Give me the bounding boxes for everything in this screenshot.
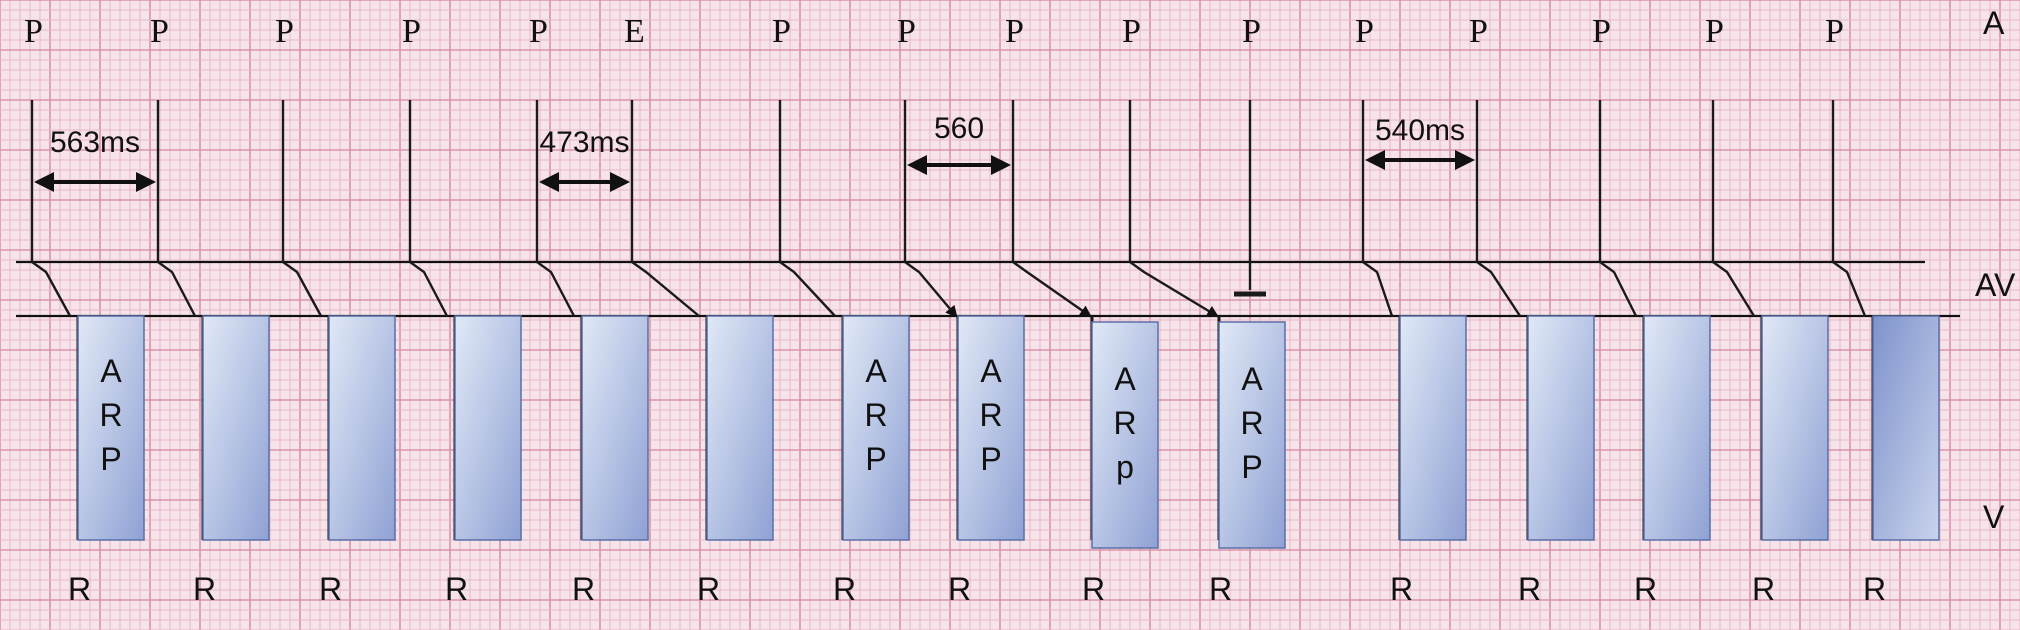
arp-letter: R [1113,405,1136,441]
av-conduction-line [536,261,576,317]
arp-letter: A [865,353,887,389]
arp-letter: P [100,441,121,477]
refractory-period-box [581,315,649,541]
av-conduction-line [1712,261,1756,317]
interval-label: 563ms [50,126,140,159]
r-wave-label: R [1390,571,1413,607]
arp-letter: R [864,397,887,433]
arp-letter: P [1241,449,1262,485]
atrial-label: P [1469,13,1488,50]
refractory-period-box [77,315,145,541]
av-conduction-line [282,261,323,317]
r-wave-label: R [193,571,216,607]
row-label-ventricle: V [1983,499,2005,535]
av-conduction-line [1362,261,1394,317]
arp-letter: R [979,397,1002,433]
refractory-period-box [1872,315,1940,541]
arp-letter: A [1241,361,1263,397]
arp-letter: P [865,441,886,477]
r-wave-label: R [68,571,91,607]
atrial-label: P [772,13,791,50]
refractory-period-box [328,315,396,541]
atrial-label: P [1825,13,1844,50]
atrial-label: P [1592,13,1611,50]
av-conduction-line [1476,261,1522,317]
r-wave-label: R [1518,571,1541,607]
refractory-period-box [454,315,522,541]
row-label-av-node: AV [1975,267,2016,303]
arp-letter: A [980,353,1002,389]
r-wave-label: R [319,571,342,607]
r-wave-label: R [697,571,720,607]
interval-label: 560 [934,112,984,145]
refractory-period-box [1091,321,1159,549]
av-conduction-line [1129,261,1220,318]
refractory-period-box [1399,315,1467,541]
r-wave-label: R [572,571,595,607]
atrial-label: P [1242,13,1261,50]
av-conduction-line [1832,261,1867,317]
refractory-period-box [957,315,1025,541]
atrial-label: P [529,13,548,50]
arp-letter: p [1116,449,1134,485]
arp-letter: R [1240,405,1263,441]
arp-letter: R [99,397,122,433]
r-wave-label: R [1634,571,1657,607]
atrial-label: P [1355,13,1374,50]
r-wave-label: R [1209,571,1232,607]
atrial-label: E [624,13,645,50]
refractory-period-box [202,315,270,541]
atrial-label: P [1005,13,1024,50]
interval-label: 473ms [539,126,629,159]
atrial-label: P [897,13,916,50]
r-wave-label: R [1863,571,1886,607]
av-conduction-line [1012,261,1092,318]
av-conduction-line [157,261,197,317]
av-conduction-line [1599,261,1638,317]
refractory-period-box [706,315,774,541]
av-conduction-line [31,261,72,317]
arp-letter: A [100,353,122,389]
atrial-label: P [275,13,294,50]
r-wave-label: R [1082,571,1105,607]
refractory-period-box [1218,321,1286,549]
av-conduction-line [904,261,958,318]
interval-label: 540ms [1375,114,1465,147]
refractory-period-box [1761,315,1829,541]
av-conduction-line [779,261,836,317]
atrial-label: P [1705,13,1724,50]
av-conduction-line [631,261,700,317]
r-wave-label: R [1752,571,1775,607]
r-wave-label: R [445,571,468,607]
row-label-atrium: A [1983,5,2005,41]
refractory-period-box [1643,315,1711,541]
atrial-label: P [1122,13,1141,50]
r-wave-label: R [948,571,971,607]
refractory-period-box [842,315,910,541]
r-wave-label: R [833,571,856,607]
refractory-period-box [1527,315,1595,541]
av-conduction-line [409,261,449,317]
atrial-label: P [402,13,421,50]
arp-letter: P [980,441,1001,477]
arp-letter: A [1114,361,1136,397]
atrial-label: P [24,13,43,50]
atrial-label: P [150,13,169,50]
measurements-layer: 563ms 473ms 560 540ms [34,112,1475,192]
